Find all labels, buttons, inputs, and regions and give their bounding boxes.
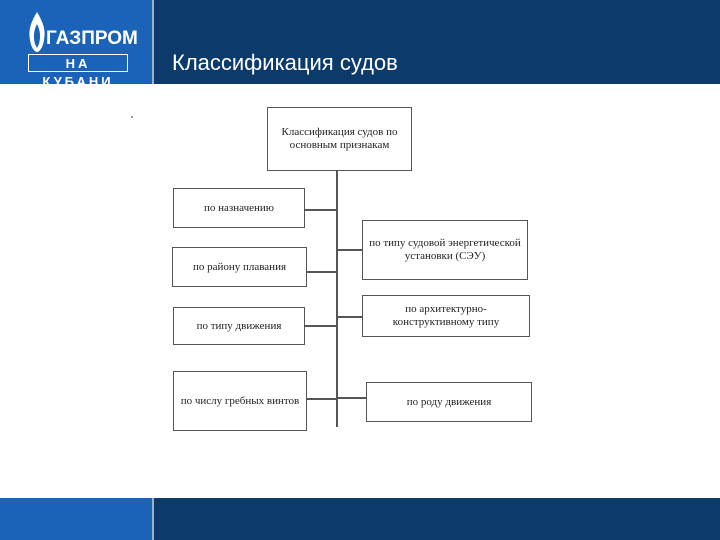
logo-subtitle: НА КУБАНИ xyxy=(28,54,128,89)
node-by-navigation-area: по району плавания xyxy=(172,247,307,287)
root-node: Классификация судов по основным признака… xyxy=(267,107,412,171)
node-by-purpose: по назначению xyxy=(173,188,305,228)
stray-mark xyxy=(131,116,133,118)
node-by-power-plant: по типу судовой энергетической установки… xyxy=(362,220,528,280)
connector-left-1 xyxy=(305,209,337,211)
logo-word: ГАЗПРОМ xyxy=(46,28,138,49)
node-by-propeller-count: по числу гребных винтов xyxy=(173,371,307,431)
flame-icon xyxy=(29,12,45,52)
connector-right-2 xyxy=(337,316,362,318)
slide-title: Классификация судов xyxy=(172,50,398,75)
connector-left-3 xyxy=(305,325,337,327)
footer-divider xyxy=(152,498,154,540)
footer-bar xyxy=(0,498,720,540)
node-by-motion-type: по типу движения xyxy=(173,307,305,345)
connector-left-2 xyxy=(307,271,337,273)
footer-accent xyxy=(0,498,152,540)
connector-right-3 xyxy=(337,397,366,399)
node-by-motion-kind: по роду движения xyxy=(366,382,532,422)
logo: ГАЗПРОМ НА КУБАНИ xyxy=(0,0,152,89)
node-by-architecture: по архитектурно-конструктивному типу xyxy=(362,295,530,337)
connector-trunk xyxy=(336,171,338,427)
header-divider xyxy=(152,0,154,84)
connector-left-4 xyxy=(307,398,337,400)
connector-right-1 xyxy=(337,249,362,251)
header-bar: ГАЗПРОМ НА КУБАНИ Классификация судов xyxy=(0,0,720,89)
